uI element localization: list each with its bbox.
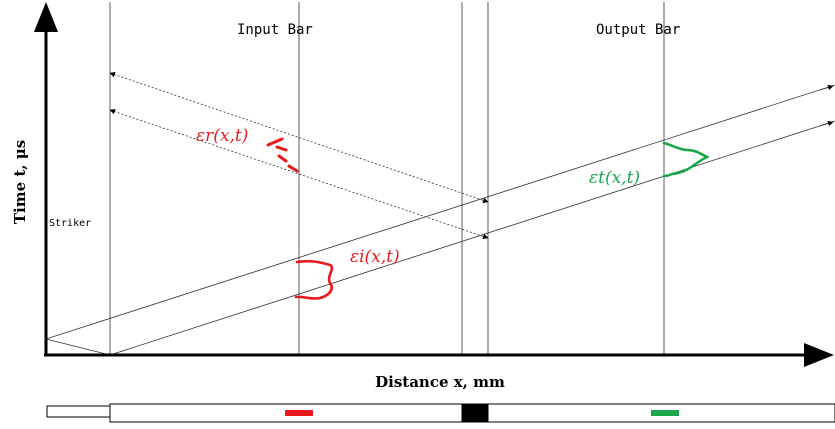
output-bar-label: Output Bar xyxy=(596,22,680,38)
reflected-strain-signal xyxy=(266,137,299,173)
output-strain-gauge xyxy=(651,410,679,416)
striker-bar xyxy=(46,405,111,418)
axes xyxy=(34,2,834,367)
specimen xyxy=(461,403,489,423)
x-axis-label: Distance x, mm xyxy=(375,373,505,391)
reflected-strain-label: εr(x,t) xyxy=(196,126,248,146)
incident-wave-lines xyxy=(45,84,835,356)
incident-strain-label: εi(x,t) xyxy=(350,247,400,267)
transmitted-strain-signal xyxy=(662,141,710,178)
incident-strain-signal xyxy=(294,259,334,300)
input-strain-gauge xyxy=(285,410,313,416)
input-bar-label: Input Bar xyxy=(237,22,313,38)
reflected-wave-lines xyxy=(109,71,489,240)
y-axis-label: Time t, μs xyxy=(11,140,29,224)
wave-arrowheads xyxy=(819,84,834,127)
boundary-lines xyxy=(109,2,665,355)
bar-schematic xyxy=(46,403,835,423)
striker-label: Striker xyxy=(49,218,91,229)
transmitted-strain-label: εt(x,t) xyxy=(589,168,640,188)
